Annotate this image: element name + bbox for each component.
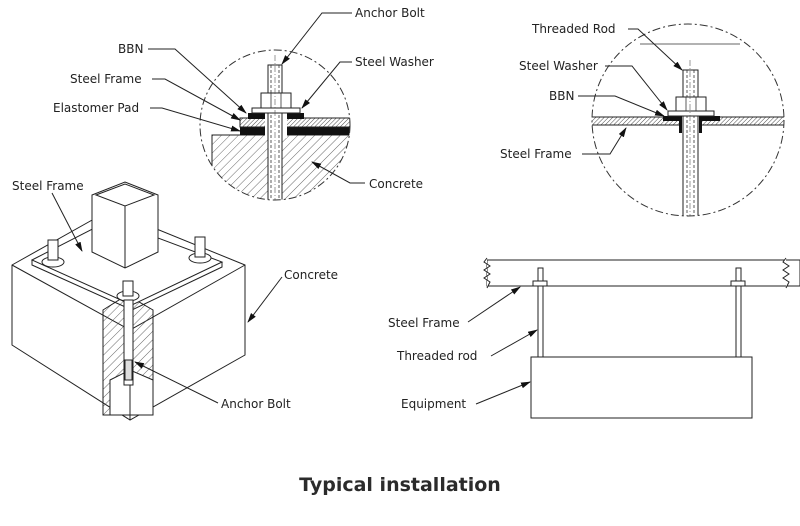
label-elastomer-pad: Elastomer Pad — [53, 101, 139, 115]
anchor-nut — [41, 239, 65, 268]
label-steel-washer: Steel Washer — [519, 59, 598, 73]
steel-washer — [667, 110, 715, 117]
label-threaded-rod: Threaded Rod — [531, 22, 616, 36]
label-steel-washer: Steel Washer — [355, 55, 434, 69]
label-concrete: Concrete — [284, 268, 338, 282]
anchor-nut — [188, 236, 212, 264]
equipment-box — [530, 356, 753, 419]
detail-circle — [199, 49, 351, 201]
label-steel-frame: Steel Frame — [70, 72, 142, 86]
label-anchor-bolt: Anchor Bolt — [221, 397, 291, 411]
threaded-rod-detail: Threaded Rod Steel Washer BBN Steel Fram… — [500, 22, 785, 217]
anchor-detail: Anchor Bolt BBN Steel Washer Steel Frame… — [53, 6, 434, 201]
steel-washer — [251, 107, 301, 114]
steel-frame-plate — [239, 117, 350, 128]
hanging-equipment-view: Steel Frame Threaded rod Equipment — [388, 257, 800, 419]
label-steel-frame: Steel Frame — [12, 179, 84, 193]
figure-caption: Typical installation — [299, 474, 501, 496]
label-bbn: BBN — [549, 89, 574, 103]
elastomer-pad — [240, 127, 350, 135]
anchor-nut — [116, 280, 140, 302]
nut — [675, 96, 707, 112]
detail-circle — [591, 23, 785, 217]
isometric-base-view: Steel Frame Concrete Anchor Bolt — [11, 179, 338, 421]
label-equipment: Equipment — [401, 397, 466, 411]
threaded-rod — [735, 285, 742, 358]
threaded-rod — [537, 285, 544, 358]
label-anchor-bolt: Anchor Bolt — [355, 6, 425, 20]
nut — [260, 92, 292, 109]
anchor-bolt — [123, 299, 134, 386]
label-threaded-rod: Threaded rod — [396, 349, 477, 363]
label-concrete: Concrete — [369, 177, 423, 191]
label-steel-frame: Steel Frame — [500, 147, 572, 161]
label-steel-frame: Steel Frame — [388, 316, 460, 330]
threaded-rod — [682, 69, 699, 216]
label-bbn: BBN — [118, 42, 143, 56]
